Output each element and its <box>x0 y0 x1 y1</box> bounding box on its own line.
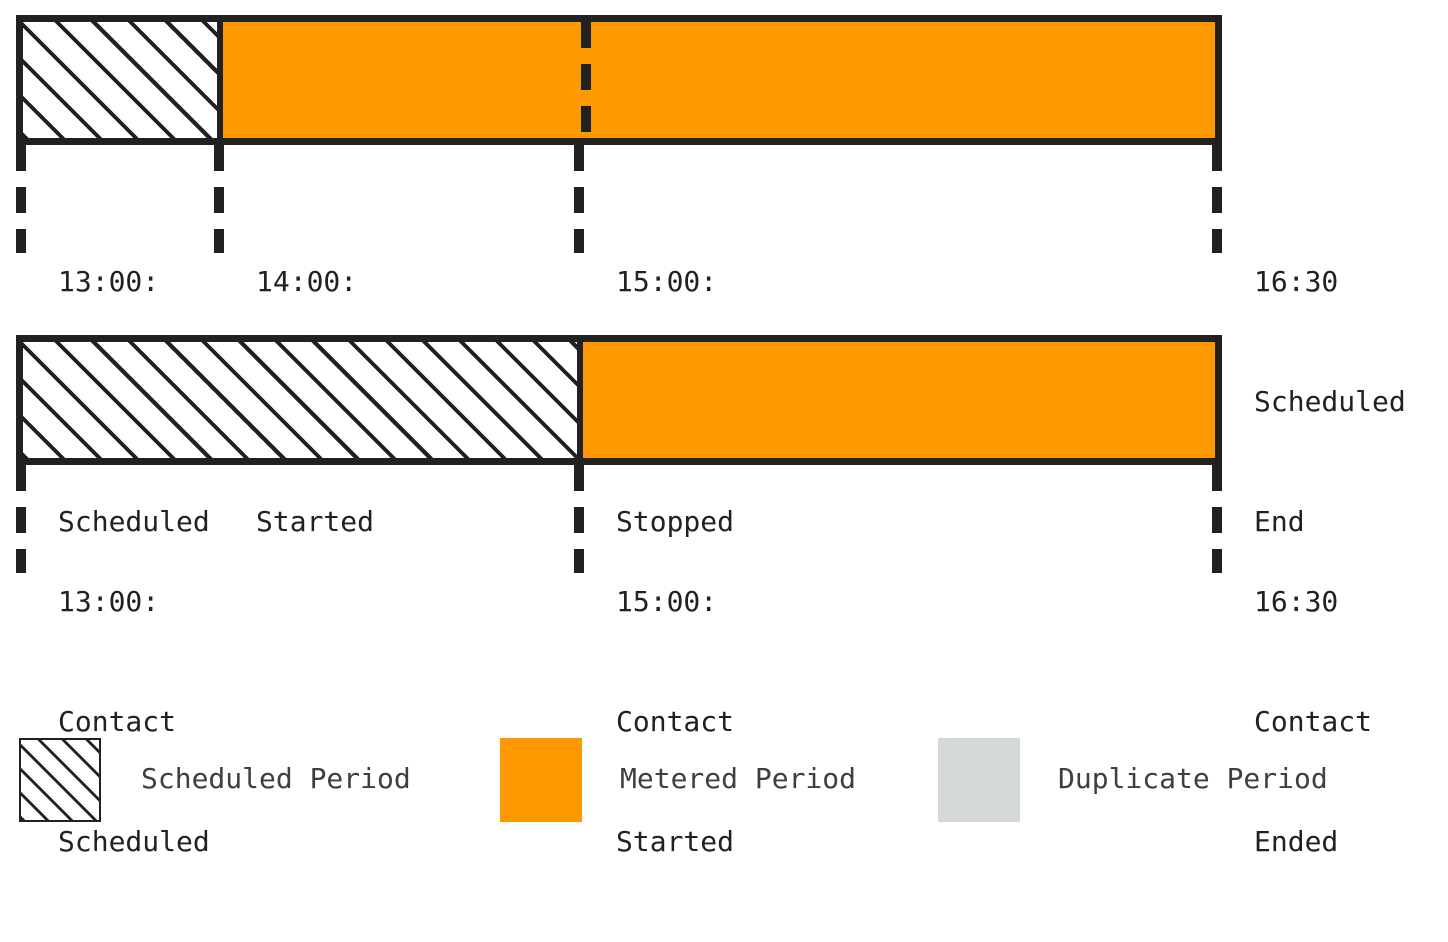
segment-metered-period <box>219 22 1215 138</box>
tick-time: 14:00: <box>256 265 358 298</box>
tick-time: 15:00: <box>616 585 718 618</box>
legend-label-scheduled-period: Scheduled Period <box>141 762 411 795</box>
tick-line3: Scheduled <box>58 505 210 538</box>
segment-boundary-1400 <box>217 22 223 138</box>
tick-line2: Scheduled <box>1254 385 1406 418</box>
timeline-bar-2 <box>16 335 1222 465</box>
tick-time: 13:00: <box>58 585 160 618</box>
tick-time: 15:00: <box>616 265 718 298</box>
tick-line3: Stopped <box>616 505 735 538</box>
inbar-marker-1500 <box>581 22 591 138</box>
segment-scheduled-period <box>23 342 579 458</box>
segment-metered-period <box>579 342 1215 458</box>
tick-line2: Contact <box>616 705 735 738</box>
tick-time: 16:30 <box>1254 265 1339 298</box>
tick-1-1400 <box>214 145 224 253</box>
legend-swatch-hatch-icon <box>19 738 101 822</box>
tick-line2: Contact <box>58 705 177 738</box>
legend-swatch-duplicate-icon <box>938 738 1020 822</box>
tick-line2: Contact <box>1254 705 1373 738</box>
tick-1-1630 <box>1212 145 1222 253</box>
segment-boundary-1500 <box>577 342 583 458</box>
tick-label-1-1630: 16:30 Scheduled End <box>1254 182 1406 622</box>
legend-item-duplicate-period: Duplicate Period <box>938 700 1418 840</box>
tick-2-1500 <box>574 465 584 573</box>
legend: Scheduled Period Metered Period Duplicat… <box>0 700 1448 840</box>
segment-scheduled-period <box>23 22 219 138</box>
tick-time: 16:30 <box>1254 585 1339 618</box>
tick-line3: Started <box>256 505 375 538</box>
tick-1-1300 <box>16 145 26 253</box>
tick-line3: End <box>1254 505 1305 538</box>
legend-swatch-metered-icon <box>500 738 582 822</box>
tick-2-1300 <box>16 465 26 573</box>
timeline-bar-1 <box>16 15 1222 145</box>
contact-metering-timeline-diagram: { "colors": { "ink": "#212121", "metered… <box>0 15 1448 858</box>
legend-label-duplicate-period: Duplicate Period <box>1058 762 1328 795</box>
tick-2-1630 <box>1212 465 1222 573</box>
legend-label-metered-period: Metered Period <box>620 762 857 795</box>
legend-item-metered-period: Metered Period <box>500 700 920 840</box>
legend-item-scheduled-period: Scheduled Period <box>19 700 479 840</box>
tick-time: 13:00: <box>58 265 160 298</box>
tick-1-1500 <box>574 145 584 253</box>
